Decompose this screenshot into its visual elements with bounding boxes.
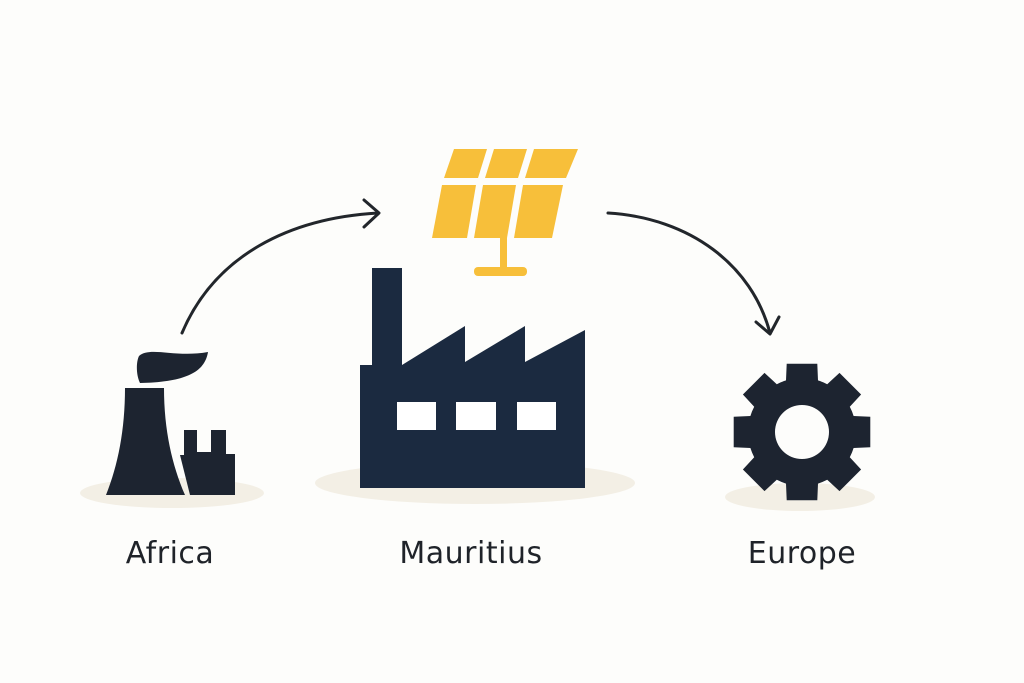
solar-panel-icon [432, 149, 578, 276]
factory-icon [360, 268, 585, 488]
arrow-africa-to-mauritius [180, 198, 381, 335]
label-mauritius: Mauritius [399, 536, 543, 571]
label-africa: Africa [125, 536, 215, 571]
factory-window [456, 402, 496, 430]
arrow-mauritius-to-europe [606, 211, 781, 336]
factory-window [517, 402, 556, 430]
power-plant-icon [106, 351, 235, 495]
label-europe: Europe [747, 536, 857, 571]
gear-icon [733, 363, 871, 501]
factory-window [397, 402, 436, 430]
gear-shape [733, 363, 871, 501]
